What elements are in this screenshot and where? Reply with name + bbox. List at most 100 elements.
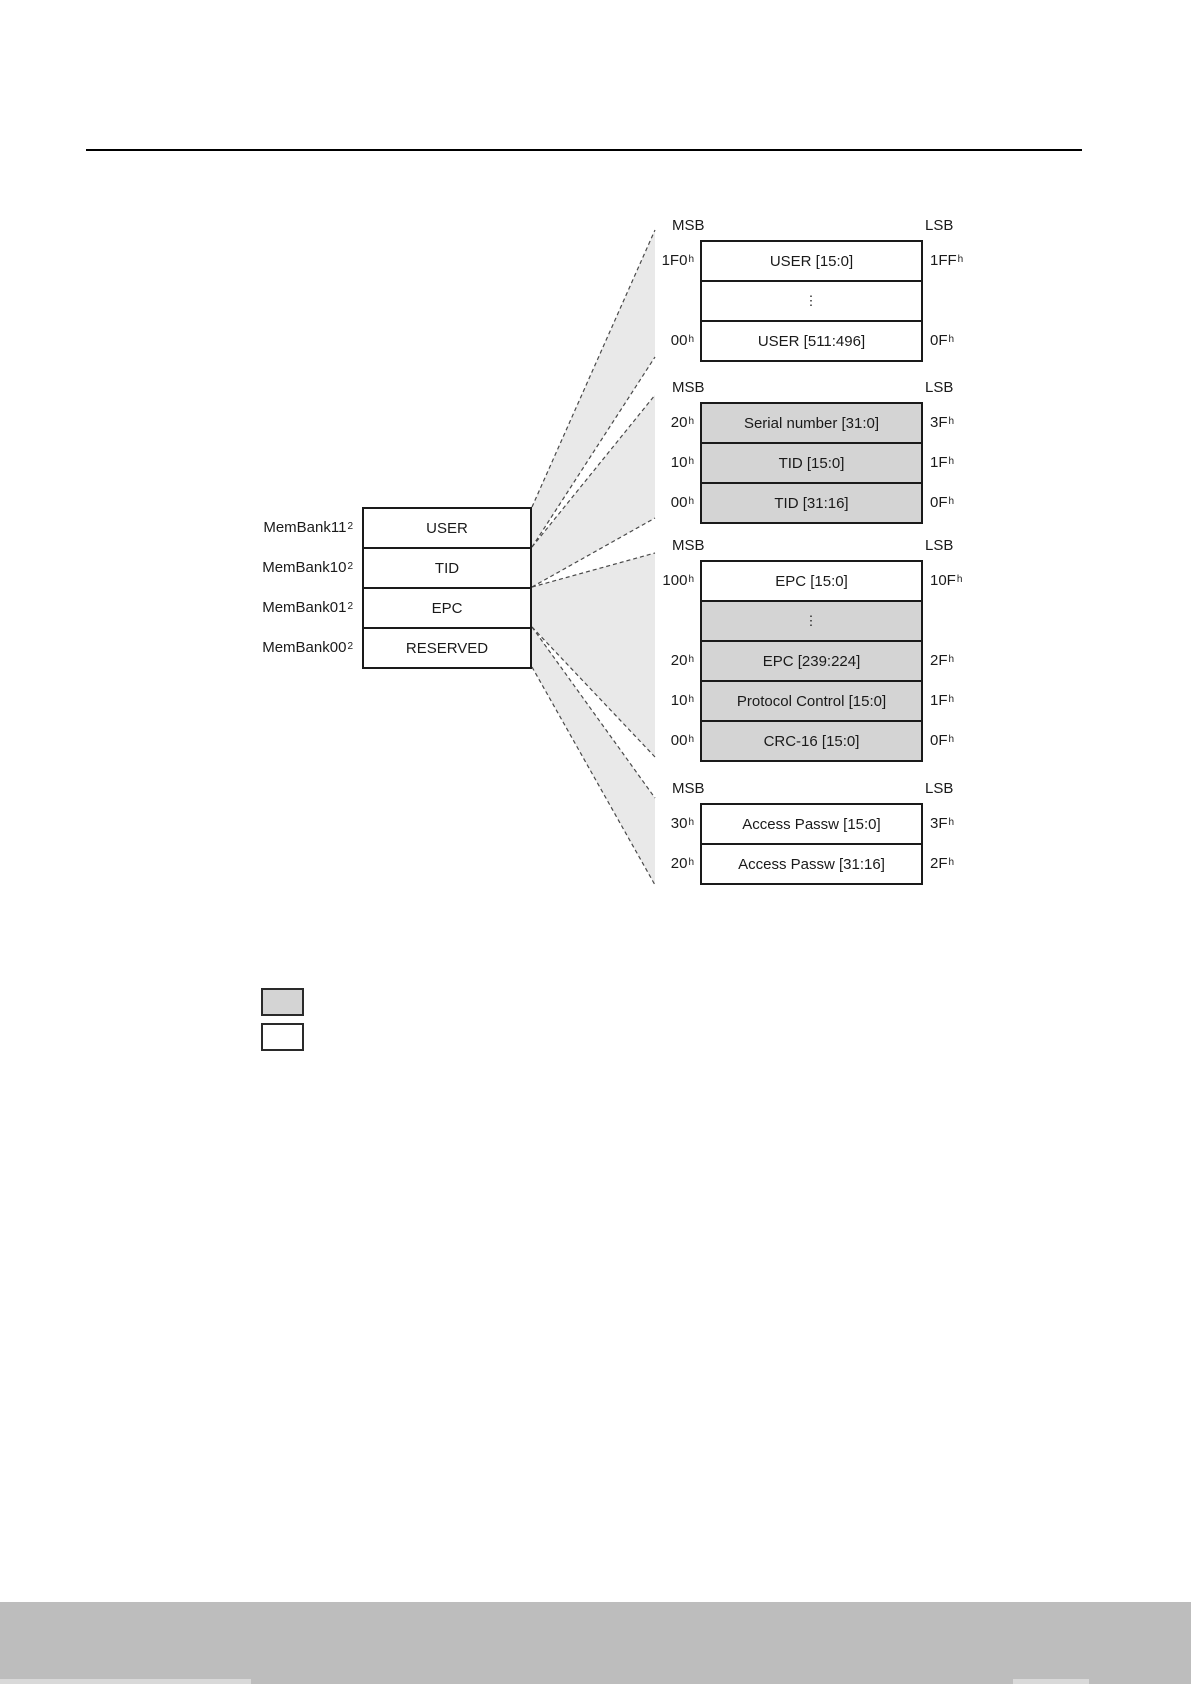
address-cell <box>600 280 694 320</box>
address-value: 00 <box>670 331 688 349</box>
memory-row: USER [15:0] <box>702 242 921 280</box>
address-value: 00 <box>670 493 688 511</box>
membank-row-text: EPC <box>431 599 463 617</box>
address-cell <box>600 600 694 640</box>
memory-row: USER [511:496] <box>702 320 921 360</box>
memory-row-ellipsis: ⋮ <box>702 600 921 640</box>
membank-label-text: MemBank01 <box>262 598 347 616</box>
membank-row-tid: TID <box>364 547 530 587</box>
lsb-label: LSB <box>925 537 954 554</box>
memory-table-user: USER [15:0] ⋮ USER [511:496] <box>700 240 923 362</box>
address-value: 0F <box>930 331 948 349</box>
address-value: 1F <box>930 691 948 709</box>
address-value: 2F <box>930 854 948 872</box>
footer-bar <box>0 1602 1191 1684</box>
memory-row-label: Access Passw [31:16] <box>738 855 885 873</box>
ellipsis-glyph: ⋮ <box>804 293 819 308</box>
address-value: 1FF <box>930 251 957 269</box>
address-value: 3F <box>930 413 948 431</box>
membank-row-text: USER <box>426 519 468 537</box>
footer-strip-left <box>0 1679 251 1684</box>
address-value: 10 <box>670 691 688 709</box>
memory-row-ellipsis: ⋮ <box>702 280 921 320</box>
membank-row-epc: EPC <box>364 587 530 627</box>
memory-row: Protocol Control [15:0] <box>702 680 921 720</box>
memory-table-tid: Serial number [31:0] TID [15:0] TID [31:… <box>700 402 923 524</box>
memory-row: Access Passw [31:16] <box>702 843 921 883</box>
memory-table-epc: EPC [15:0] ⋮ EPC [239:224] Protocol Cont… <box>700 560 923 762</box>
address-value: 3F <box>930 814 948 832</box>
memory-row: EPC [239:224] <box>702 640 921 680</box>
msb-label: MSB <box>672 780 705 797</box>
lsb-label: LSB <box>925 379 954 396</box>
address-value: 20 <box>670 854 688 872</box>
legend-swatch-unshaded <box>261 1023 304 1051</box>
address-cell <box>930 600 962 640</box>
membank-label-text: MemBank10 <box>262 558 347 576</box>
memory-row-label: EPC [15:0] <box>775 572 848 590</box>
membank-row-text: TID <box>434 559 460 577</box>
ellipsis-glyph: ⋮ <box>804 613 819 628</box>
membank-label-text: MemBank11 <box>263 518 347 536</box>
memory-row-label: Access Passw [15:0] <box>742 815 881 833</box>
address-value: 10 <box>670 453 688 471</box>
memory-row-label: Protocol Control [15:0] <box>736 692 887 710</box>
membank-box: USER TID EPC RESERVED <box>362 507 532 669</box>
memory-row-label: TID [15:0] <box>778 454 845 472</box>
address-value: 30 <box>670 814 688 832</box>
address-value: 1F0 <box>661 251 688 269</box>
address-value: 2F <box>930 651 948 669</box>
lsb-label: LSB <box>925 780 954 797</box>
memory-row: Serial number [31:0] <box>702 404 921 442</box>
fan-connectors <box>531 229 656 886</box>
address-value: 00 <box>670 731 688 749</box>
address-value: 20 <box>670 413 688 431</box>
memory-row: TID [31:16] <box>702 482 921 522</box>
address-value: 100 <box>662 571 688 589</box>
membank-row-text: RESERVED <box>405 639 489 657</box>
memory-row-label: Serial number [31:0] <box>743 414 880 432</box>
address-cell <box>930 280 963 320</box>
lsb-label: LSB <box>925 217 954 234</box>
memory-row: Access Passw [15:0] <box>702 805 921 843</box>
membank-row-reserved: RESERVED <box>364 627 530 667</box>
memory-row-label: USER [511:496] <box>757 332 866 350</box>
memory-row: CRC-16 [15:0] <box>702 720 921 760</box>
address-value: 20 <box>670 651 688 669</box>
memory-row-label: CRC-16 [15:0] <box>763 732 860 750</box>
memory-row: TID [15:0] <box>702 442 921 482</box>
msb-label: MSB <box>672 379 705 396</box>
membank-row-user: USER <box>364 509 530 547</box>
address-value: 1F <box>930 453 948 471</box>
legend-swatch-shaded <box>261 988 304 1016</box>
